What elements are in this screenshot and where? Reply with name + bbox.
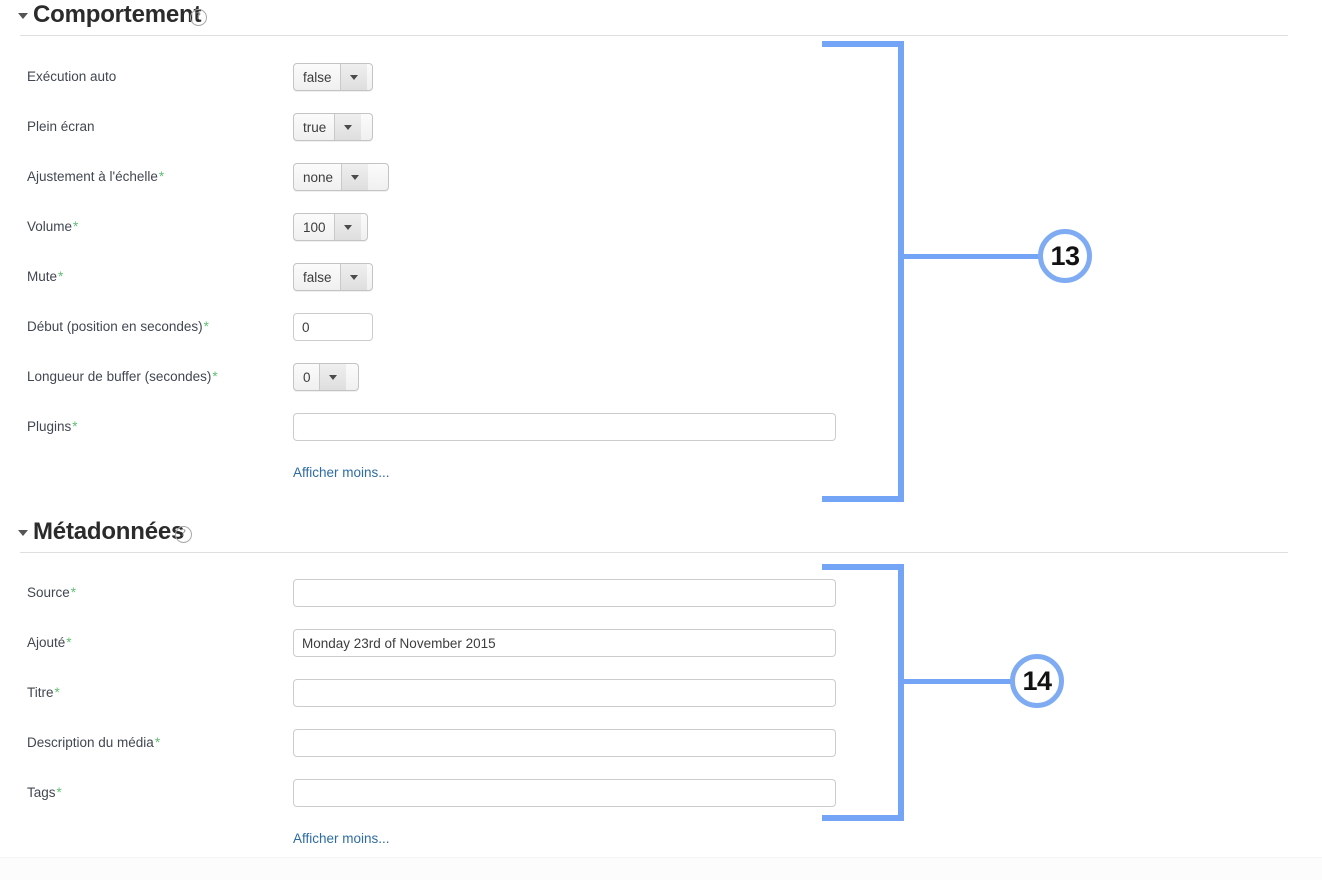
required-marker: * bbox=[58, 269, 64, 284]
section-title: Comportement bbox=[33, 1, 202, 28]
chevron-down-icon[interactable] bbox=[339, 64, 367, 90]
show-less-link-metadonnees[interactable]: Afficher moins... bbox=[293, 831, 390, 846]
input-ajoute[interactable] bbox=[293, 629, 836, 657]
field-label: Ajustement à l'échelle* bbox=[27, 169, 165, 184]
required-marker: * bbox=[66, 635, 72, 650]
required-marker: * bbox=[154, 735, 161, 750]
field-label: Exécution auto bbox=[27, 69, 117, 84]
select-value: 0 bbox=[303, 369, 311, 385]
chevron-down-icon[interactable] bbox=[333, 214, 361, 240]
select-execution-auto[interactable]: false bbox=[293, 63, 373, 91]
required-marker: * bbox=[54, 685, 60, 700]
caret-down-icon[interactable] bbox=[18, 13, 28, 19]
section-divider bbox=[20, 552, 1288, 553]
form-row: Description du média* bbox=[0, 729, 1322, 759]
chevron-down-icon[interactable] bbox=[334, 114, 362, 140]
select-ajustement-echelle[interactable]: none bbox=[293, 163, 389, 191]
footer-band bbox=[0, 857, 1322, 880]
required-marker: * bbox=[70, 585, 77, 600]
field-label: Plein écran bbox=[27, 119, 95, 134]
form-row: Mute* false bbox=[0, 263, 1322, 293]
required-marker: * bbox=[73, 219, 79, 234]
form-row: Ajustement à l'échelle* none bbox=[0, 163, 1322, 193]
input-plugins[interactable] bbox=[293, 413, 836, 441]
section-metadonnees: Métadonnées ? Source* Ajouté* Titre* Des… bbox=[0, 517, 1322, 846]
select-longueur-buffer[interactable]: 0 bbox=[293, 363, 359, 391]
required-marker: * bbox=[72, 419, 78, 434]
input-source[interactable] bbox=[293, 579, 836, 607]
field-label: Plugins* bbox=[27, 419, 78, 434]
annotation-leader-13 bbox=[900, 254, 1040, 259]
form-row: Plugins* bbox=[0, 413, 1322, 443]
chevron-down-icon[interactable] bbox=[341, 164, 369, 190]
form-row: Source* bbox=[0, 579, 1322, 609]
chevron-down-icon[interactable] bbox=[318, 364, 346, 390]
field-label: Titre* bbox=[27, 685, 60, 700]
show-less-link-comportement[interactable]: Afficher moins... bbox=[293, 465, 390, 480]
field-label: Source* bbox=[27, 585, 77, 600]
form-row: Volume* 100 bbox=[0, 213, 1322, 243]
field-label: Début (position en secondes)* bbox=[27, 319, 209, 334]
caret-down-icon[interactable] bbox=[18, 530, 28, 536]
required-marker: * bbox=[56, 785, 62, 800]
input-titre[interactable] bbox=[293, 679, 836, 707]
chevron-down-icon[interactable] bbox=[339, 264, 367, 290]
select-mute[interactable]: false bbox=[293, 263, 373, 291]
select-volume[interactable]: 100 bbox=[293, 213, 368, 241]
select-value: false bbox=[303, 69, 332, 85]
select-value: false bbox=[303, 269, 332, 285]
form-row: Tags* bbox=[0, 779, 1322, 809]
form-row: Titre* bbox=[0, 679, 1322, 709]
question-mark-icon[interactable]: ? bbox=[175, 526, 192, 543]
select-value: true bbox=[303, 119, 327, 135]
section-title: Métadonnées bbox=[33, 518, 185, 545]
field-label: Tags* bbox=[27, 785, 62, 800]
form-row: Début (position en secondes)* bbox=[0, 313, 1322, 343]
field-label: Volume* bbox=[27, 219, 79, 234]
field-label: Mute* bbox=[27, 269, 64, 284]
form-row: Exécution auto false bbox=[0, 63, 1322, 93]
required-marker: * bbox=[158, 169, 165, 184]
input-debut-position[interactable] bbox=[293, 313, 373, 341]
section-divider bbox=[20, 35, 1288, 36]
input-tags[interactable] bbox=[293, 779, 836, 807]
section-header-metadonnees[interactable]: Métadonnées ? bbox=[0, 517, 1322, 553]
required-marker: * bbox=[212, 369, 218, 384]
select-value: none bbox=[303, 169, 334, 185]
form-row: Ajouté* bbox=[0, 629, 1322, 659]
section-comportement: Comportement ? Exécution auto false Plei… bbox=[0, 0, 1322, 480]
select-value: 100 bbox=[303, 219, 326, 235]
form-row: Longueur de buffer (secondes)* 0 bbox=[0, 363, 1322, 393]
form-row: Plein écran true bbox=[0, 113, 1322, 143]
field-label: Longueur de buffer (secondes)* bbox=[27, 369, 218, 384]
required-marker: * bbox=[203, 319, 209, 334]
question-mark-icon[interactable]: ? bbox=[190, 9, 207, 26]
select-plein-ecran[interactable]: true bbox=[293, 113, 373, 141]
input-description-media[interactable] bbox=[293, 729, 836, 757]
section-header-comportement[interactable]: Comportement ? bbox=[0, 0, 1322, 36]
field-label: Description du média* bbox=[27, 735, 161, 750]
field-label: Ajouté* bbox=[27, 635, 72, 650]
